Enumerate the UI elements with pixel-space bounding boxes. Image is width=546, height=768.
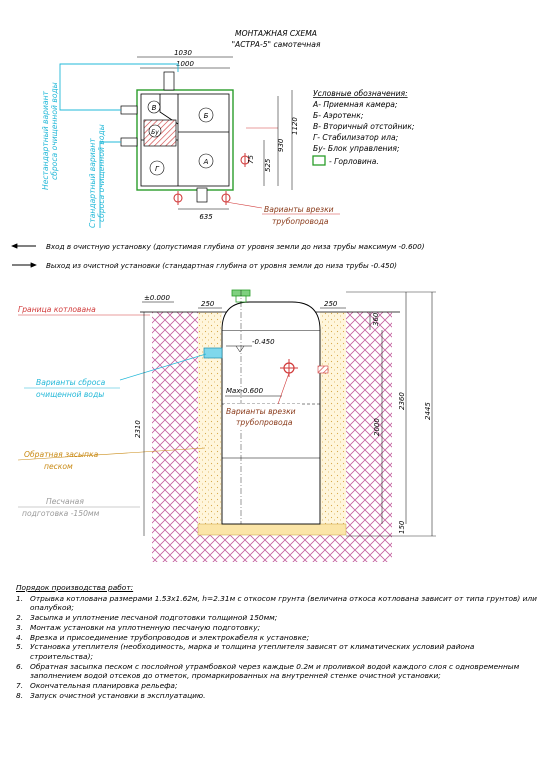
zone-b-label: Б <box>204 112 209 120</box>
dim-150: 150 <box>398 520 406 534</box>
sand-left <box>198 312 222 524</box>
legend-item-v: В- Вторичный отстойник; <box>313 122 415 131</box>
legend-item-b: Б- Аэротенк; <box>313 111 364 120</box>
work-step-5: 5.Установка утеплителя (необходимость, м… <box>16 642 475 661</box>
work-step-4: 4.Врезка и присоединение трубопроводов и… <box>16 632 310 642</box>
backfill-leader <box>17 447 206 461</box>
title-line-1: МОНТАЖНАЯ СХЕМА <box>235 29 317 38</box>
zone-bu-marker <box>148 124 162 138</box>
sand-bed-label-2: подготовка -150мм <box>22 509 100 518</box>
dim-525: 525 <box>264 158 272 172</box>
legend-item-a: А- Приемная камера; <box>312 100 398 109</box>
plan-side-pipe-1 <box>120 105 138 115</box>
plan-cut-leader <box>225 201 263 209</box>
zone-v-marker <box>147 100 161 114</box>
dim-1000: 1000 <box>176 60 194 68</box>
zone-bu-label: Бу <box>151 129 159 136</box>
title-line-2: "АСТРА-5" самотечная <box>232 40 321 49</box>
discharge-label-1: Варианты сброса <box>36 378 106 387</box>
section-cut-leader <box>277 372 290 405</box>
discharge-pipe <box>203 347 223 359</box>
legend-title: Условные обозначения: <box>313 89 408 98</box>
tank-lid <box>221 301 321 331</box>
work-step-6: 6.Обратная засыпка песком с послойной ут… <box>16 661 520 681</box>
pit-boundary-label: Граница котлована <box>18 305 96 314</box>
legend-item-g: Г- Стабилизатор ила; <box>313 133 399 142</box>
dim-250-right: 250 <box>324 300 338 308</box>
backfill-label-2: песком <box>44 462 73 471</box>
dim-1120: 1120 <box>291 117 299 135</box>
section-cut-label-bg <box>224 404 302 428</box>
plan-vert-right-1: Стандартный вариант <box>88 138 97 228</box>
legend-neck-label: - Горловина. <box>329 157 379 166</box>
plan-outlet-pipe <box>196 187 208 203</box>
sand-bed <box>197 523 347 536</box>
plan-vert-left-1: Нестандартный вариант <box>41 90 50 190</box>
legend-neck-swatch <box>312 155 326 166</box>
work-step-1: 1.Отрывка котлована размерами 1.53х1.62м… <box>16 593 537 613</box>
section-view: ±0.000 Варианты сброса очищенной воды -0… <box>17 289 436 562</box>
zone-a-marker <box>198 153 214 169</box>
inlet-text: Вход в очистную установку (допустимая гл… <box>46 242 425 251</box>
dim-635: 635 <box>199 213 213 221</box>
sand-bed-label-1: Песчаная <box>46 497 84 506</box>
soil-right <box>346 312 392 524</box>
work-step-3: 3.Монтаж установки на уплотненную песчан… <box>16 622 261 632</box>
zone-b-marker <box>198 107 214 123</box>
outlet-text: Выход из очистной установки (стандартная… <box>46 261 397 270</box>
work-step-2: 2.Засыпка и уплотнение песчаной подготов… <box>16 613 278 623</box>
work-steps-title: Порядок производства работ: <box>16 583 134 592</box>
work-step-8: 8.Запуск очистной установки в эксплуатац… <box>16 690 206 700</box>
section-cut-label-2: трубопровода <box>236 418 293 427</box>
dim-360: 360 <box>372 312 380 326</box>
discharge-label-2: очищенной воды <box>36 390 104 399</box>
dim-250-left: 250 <box>201 300 215 308</box>
level-450-arrow <box>235 345 245 353</box>
work-step-7: 7.Окончательная планировка рельефа; <box>16 681 178 691</box>
zone-g-label: Г <box>155 165 160 173</box>
dim-2310: 2310 <box>134 420 142 438</box>
flow-arrows: Вход в очистную установку (допустимая гл… <box>11 242 425 270</box>
plan-inlet-pipe <box>163 71 175 91</box>
legend: Условные обозначения: А- Приемная камера… <box>312 89 415 166</box>
plan-vert-left-2: сброса очищенной воды <box>50 82 59 180</box>
dim-2000: 2000 <box>373 418 381 436</box>
section-inlet-pipe <box>317 365 329 374</box>
plan-vert-right-2: сброса очищенной воды <box>97 124 106 222</box>
plan-discharge-alt-line <box>59 63 179 111</box>
zone-a-label: А <box>203 158 209 166</box>
soil-left <box>152 312 198 524</box>
dim-75: 75 <box>247 155 255 164</box>
max-600-label: Max-0.600 <box>226 387 264 395</box>
sand-right <box>320 312 346 524</box>
plan-discharge-std-line <box>99 141 121 228</box>
work-steps: Порядок производства работ: 1.Отрывка ко… <box>16 583 538 700</box>
plan-cut-label-1: Варианты врезки <box>264 205 334 214</box>
zone-v-label: В <box>152 104 157 112</box>
section-cut-label-1: Варианты врезки <box>226 407 296 416</box>
legend-item-bu: Бу- Блок управления; <box>313 144 400 153</box>
plan-view: 1030 1000 В Б Бу Г А <box>41 49 340 228</box>
plan-side-pipe-2 <box>120 137 138 147</box>
level-450-label: -0.450 <box>252 338 275 346</box>
ground-level: ±0.000 <box>144 294 170 302</box>
dim-930: 930 <box>277 138 285 152</box>
dim-2360: 2360 <box>398 392 406 410</box>
plan-cut-label-2: трубопровода <box>272 217 329 226</box>
dim-1030: 1030 <box>174 49 192 57</box>
dim-2445: 2445 <box>424 402 432 420</box>
discharge-leader <box>119 353 207 381</box>
zone-g-marker <box>149 160 165 176</box>
backfill-label-1: Обратная засыпка <box>24 450 99 459</box>
